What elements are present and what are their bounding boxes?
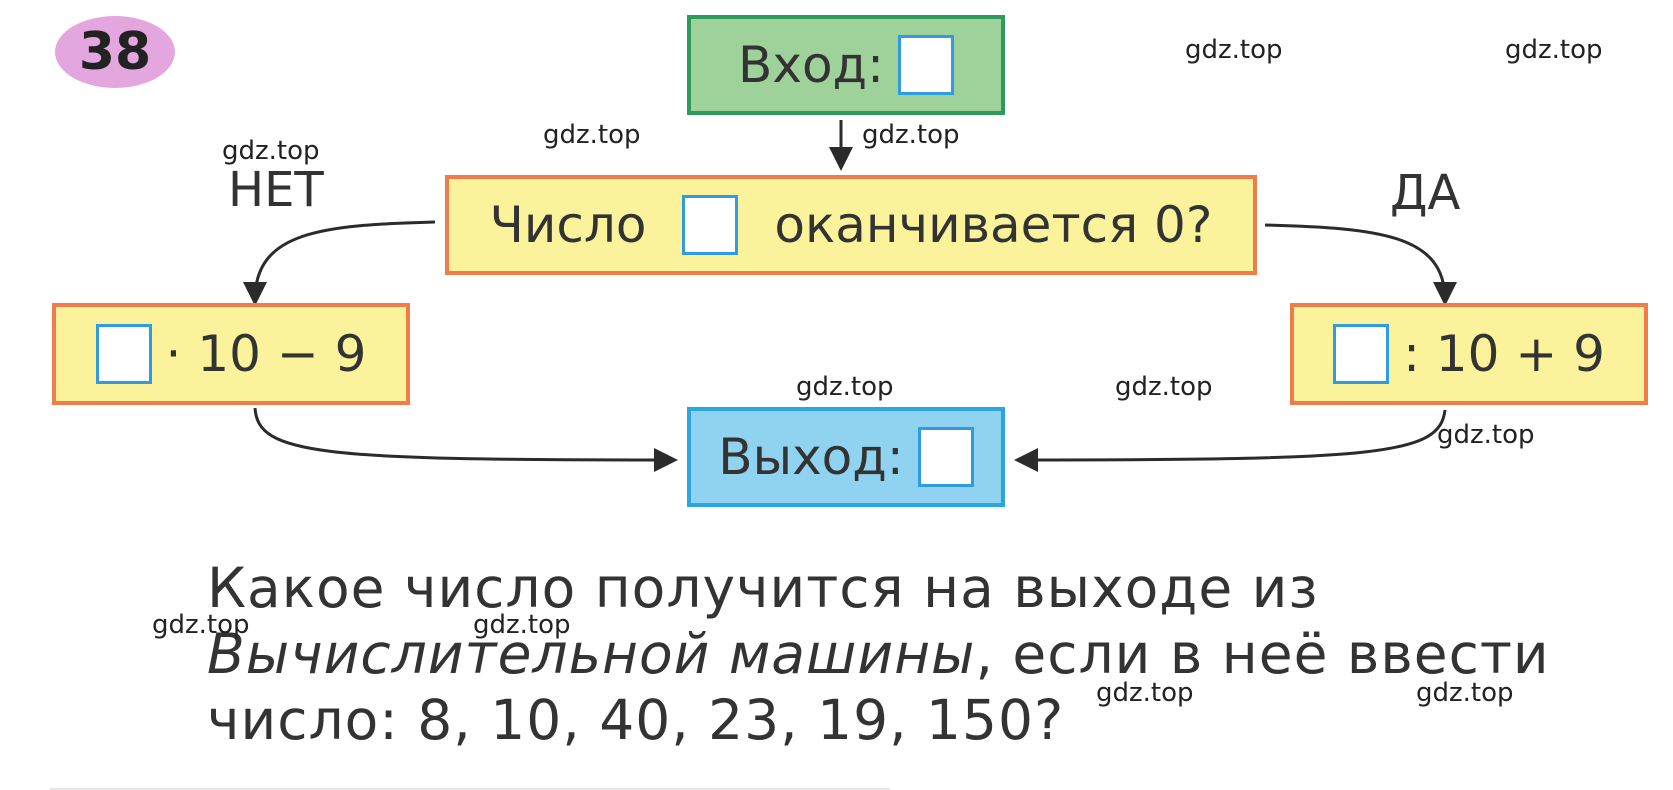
- watermark: gdz.top: [222, 136, 320, 166]
- watermark: gdz.top: [1505, 35, 1603, 65]
- branch-yes-label: ДА: [1390, 165, 1461, 221]
- condition-box: Число оканчивается 0?: [445, 175, 1257, 275]
- no-branch-blank[interactable]: [95, 324, 152, 384]
- yes-branch-operation: : 10 + 9: [1403, 325, 1605, 383]
- arrow-yes-branch: [1264, 223, 1457, 306]
- input-label: Вход:: [738, 36, 884, 94]
- arrow-no-to-output: [253, 407, 678, 472]
- condition-blank[interactable]: [682, 195, 739, 255]
- watermark: gdz.top: [473, 610, 571, 640]
- branch-no-label: НЕТ: [228, 162, 324, 218]
- no-branch-operation-box: · 10 − 9: [52, 303, 410, 405]
- watermark: gdz.top: [1437, 420, 1535, 450]
- question-part-1: Какое число получится на выходе из: [207, 556, 1319, 620]
- question-text: Какое число получится на выходе из Вычис…: [207, 555, 1647, 753]
- watermark: gdz.top: [152, 610, 250, 640]
- arrow-no-branch: [243, 220, 436, 306]
- condition-suffix: оканчивается 0?: [774, 196, 1213, 254]
- problem-number: 38: [78, 22, 152, 82]
- watermark: gdz.top: [1185, 35, 1283, 65]
- yes-branch-operation-box: : 10 + 9: [1290, 303, 1648, 405]
- watermark: gdz.top: [1096, 678, 1194, 708]
- output-box: Выход:: [687, 407, 1005, 507]
- arrow-yes-to-output: [1014, 409, 1447, 472]
- watermark: gdz.top: [796, 372, 894, 402]
- input-box: Вход:: [687, 15, 1005, 115]
- output-label: Выход:: [718, 428, 904, 486]
- yes-branch-blank[interactable]: [1333, 324, 1390, 384]
- condition-prefix: Число: [489, 196, 647, 254]
- watermark: gdz.top: [1416, 678, 1514, 708]
- question-italic-term: Вычислительной машины: [207, 622, 976, 686]
- no-branch-operation: · 10 − 9: [165, 325, 367, 383]
- question-part-2: , если в неё ввести число: 8, 10, 40, 23…: [207, 622, 1550, 752]
- bottom-divider: [50, 788, 890, 790]
- watermark: gdz.top: [862, 120, 960, 150]
- problem-number-badge: 38: [55, 16, 175, 88]
- output-blank[interactable]: [917, 427, 974, 487]
- watermark: gdz.top: [543, 120, 641, 150]
- watermark: gdz.top: [1115, 372, 1213, 402]
- input-blank[interactable]: [897, 35, 954, 95]
